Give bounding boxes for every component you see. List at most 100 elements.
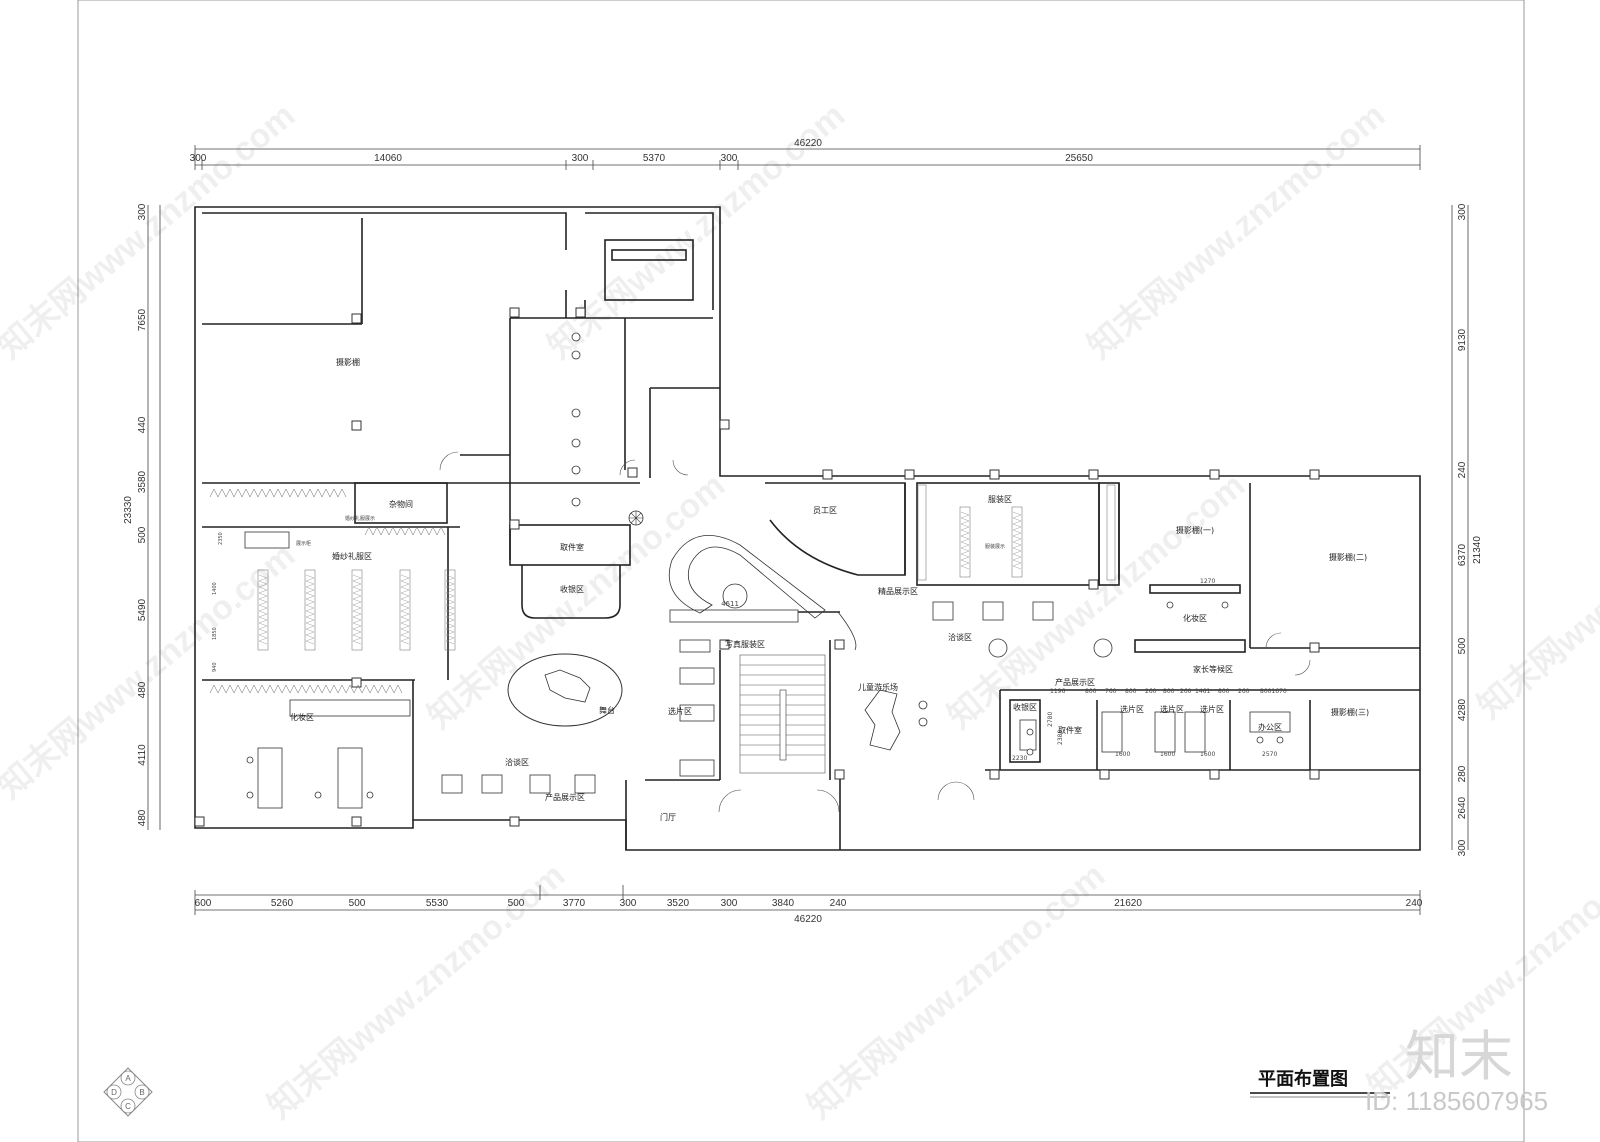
watermark-9: 知末网www.znzmo.com (801, 856, 1112, 1126)
label-dim-1600a: 1600 (1115, 751, 1130, 758)
left-total-dim: 23330 (123, 496, 134, 524)
room-costume: 服装区 (988, 494, 1012, 504)
right-dim-1: 300 (1457, 203, 1468, 220)
brand-logo: 知末 (1405, 1025, 1513, 1088)
room-wedding: 婚纱礼服区 (332, 551, 372, 561)
watermark-3: 知末网www.znzmo.com (1081, 96, 1392, 366)
right-dim-3: 240 (1457, 461, 1468, 478)
bottom-dim-8: 3520 (667, 898, 690, 909)
watermark-2: 知末网www.znzmo.com (541, 96, 852, 366)
left-dim-9: 480 (137, 809, 148, 826)
sheet-border (77, 0, 1525, 1142)
room-cashier: 收银区 (560, 584, 584, 594)
main-staircase (739, 654, 826, 774)
bottom-dim-4: 5530 (426, 898, 449, 909)
label-dim-1600c: 1600 (1200, 751, 1215, 758)
watermark-7: 知末网www.znzmo.com (1471, 456, 1600, 726)
room-photo-costume: 写真服装区 (725, 639, 765, 649)
label-wedding-rack: 婚纱礼服展示 (345, 515, 375, 522)
furniture (244, 531, 1291, 809)
doors (439, 451, 1311, 813)
bottom-dim-6: 3770 (563, 898, 586, 909)
image-id: ID: 1185607965 (1365, 1086, 1548, 1116)
room-entrance: 门厅 (660, 812, 676, 822)
room-select-left: 选片区 (668, 706, 692, 716)
room-select-r2: 选片区 (1160, 704, 1184, 714)
label-dim-260b: 260 (1180, 688, 1192, 695)
room-studio-2: 摄影棚(二) (1329, 552, 1367, 562)
room-makeup-right: 化妆区 (1183, 613, 1207, 623)
label-dim-800b: 800 (1125, 688, 1137, 695)
label-dim-800-1670: 8001670 (1260, 688, 1287, 695)
room-makeup-left: 化妆区 (290, 712, 314, 722)
top-dim-1: 300 (190, 153, 207, 164)
bottom-dim-1: 600 (195, 898, 212, 909)
label-dim-4611: 4611 (721, 600, 739, 608)
left-dim-3: 440 (137, 416, 148, 433)
right-total-dim: 21340 (1472, 536, 1483, 564)
room-studio-1: 摄影棚(一) (1176, 525, 1214, 535)
room-jewelry-display: 精品展示区 (878, 586, 918, 596)
top-dim-5: 300 (721, 153, 738, 164)
right-dim-8: 2640 (1457, 796, 1468, 819)
right-dim-9: 300 (1457, 839, 1468, 856)
right-dim-4: 6370 (1457, 543, 1468, 566)
stage-platform (507, 653, 623, 727)
room-display-right: 产品展示区 (1055, 677, 1095, 687)
room-pickup-right: 取件室 (1058, 725, 1082, 735)
label-dim-1400: 1400 (212, 582, 218, 595)
bottom-dim-10: 3840 (772, 898, 795, 909)
top-dim-4: 5370 (643, 153, 666, 164)
room-office: 办公区 (1258, 722, 1282, 732)
compass-circle-c (120, 1098, 136, 1114)
compass-circle-b (134, 1084, 150, 1100)
top-dim-6: 25650 (1065, 153, 1093, 164)
compass-circle-a (120, 1070, 136, 1086)
columns (194, 307, 1320, 827)
right-dim-6: 4280 (1457, 698, 1468, 721)
left-dims: 300 7650 440 3580 500 5490 480 4110 480 … (123, 203, 148, 826)
drawing-title: 平面布置图 (1258, 1068, 1348, 1090)
top-dim-3: 300 (572, 153, 589, 164)
left-dim-1: 300 (137, 203, 148, 220)
left-dim-4: 3580 (137, 470, 148, 493)
label-dim-800c: 800 (1163, 688, 1175, 695)
room-storage: 杂物间 (389, 499, 413, 509)
room-select-r3: 选片区 (1200, 704, 1224, 714)
label-dim-2380: 2380 (1057, 730, 1064, 745)
left-dim-8: 4110 (137, 744, 148, 766)
small-labels: 婚纱礼服展示 展示柜 服装展示 4611 2350 1400 1850 940 … (212, 515, 1287, 762)
label-dim-800a: 800 (1085, 688, 1097, 695)
room-display-left: 产品展示区 (545, 792, 585, 802)
label-dim-760: 760 (1105, 688, 1117, 695)
bottom-dim-5: 500 (508, 898, 525, 909)
room-select-r1: 选片区 (1120, 704, 1144, 714)
compass-circle-d (106, 1084, 122, 1100)
label-dim-800d: 800 (1218, 688, 1230, 695)
room-labels: 摄影棚 杂物间 婚纱礼服区 化妆区 洽谈区 产品展示区 取件室 收银区 写真服装… (290, 357, 1369, 822)
room-cashier-right: 收银区 (1013, 702, 1037, 712)
label-dim-2570: 2570 (1262, 751, 1277, 758)
label-dim-1850: 1850 (212, 627, 218, 640)
play-structure (864, 689, 901, 751)
label-costume-rack: 服装展示 (985, 543, 1005, 550)
label-dim-1270: 1270 (1200, 578, 1215, 585)
right-dim-5: 500 (1457, 637, 1468, 654)
piano-icon (544, 669, 591, 703)
room-staff: 员工区 (813, 506, 837, 515)
left-dim-7: 480 (137, 681, 148, 698)
watermark-5: 知末网www.znzmo.com (421, 466, 732, 736)
bottom-dim-12: 21620 (1114, 898, 1142, 909)
bottom-dim-3: 500 (349, 898, 366, 909)
bottom-dim-2: 5260 (271, 898, 294, 909)
watermark-8: 知末网www.znzmo.com (261, 856, 572, 1126)
bottom-dim-9: 300 (721, 898, 738, 909)
label-dim-260c: 260 (1238, 688, 1250, 695)
room-lounge-mid: 洽谈区 (948, 632, 972, 642)
curved-wall (837, 611, 857, 651)
watermark-4: 知末网www.znzmo.com (0, 536, 302, 806)
label-dim-2350: 2350 (218, 532, 224, 545)
curved-counter (668, 535, 826, 619)
watermark-layer: 知末网www.znzmo.com 知末网www.znzmo.com 知末网www… (0, 96, 1600, 1126)
